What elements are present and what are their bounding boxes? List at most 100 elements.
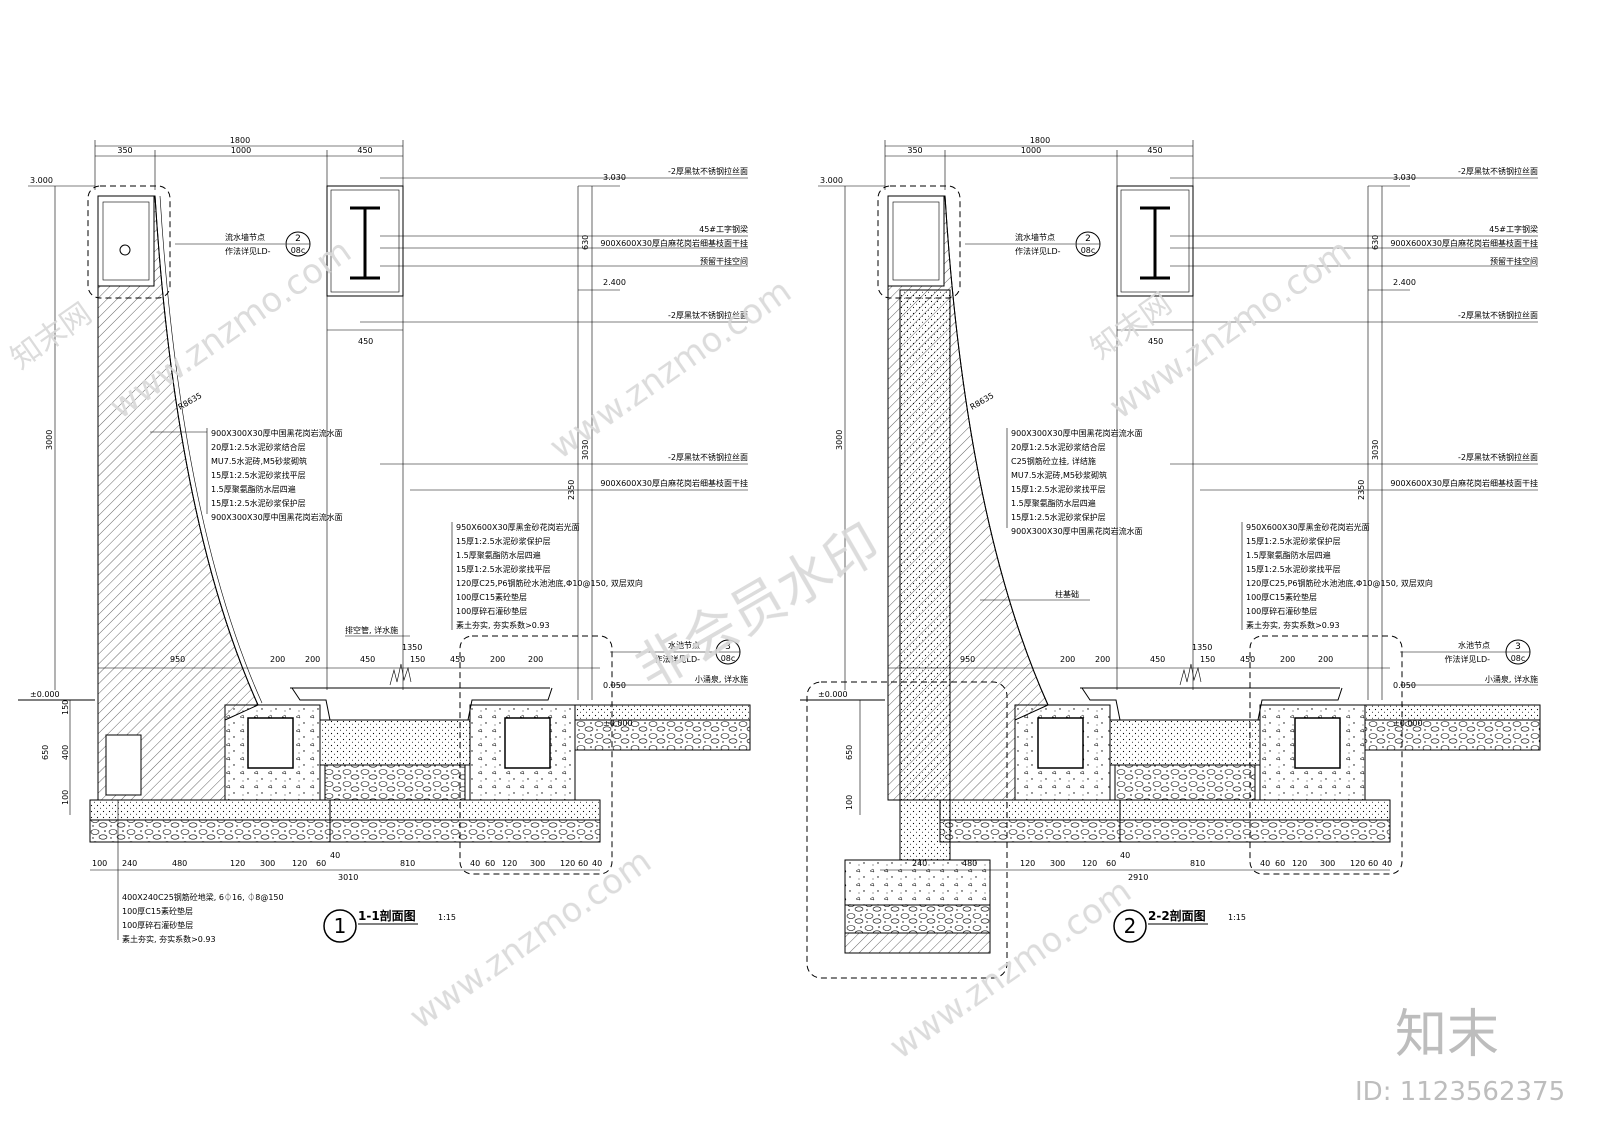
s2-elev-water: 0.050: [1393, 681, 1416, 690]
s2-dim-mid-6: 450: [1240, 655, 1255, 664]
elev-pool: ±0.000: [603, 719, 633, 728]
s2-dim-bottom-7: 810: [1190, 859, 1205, 868]
dim-mid-3: 450: [360, 655, 375, 664]
dim-wall-height: 3000: [45, 430, 54, 450]
dim-mid-0: 950: [170, 655, 185, 664]
pool-node-label1: 水池节点: [668, 640, 700, 650]
s2-dim-bottom-1: 480: [962, 859, 977, 868]
pool-label-1: 15厚1:2.5水泥砂浆保护层: [456, 536, 551, 546]
s2-pool-label-6: 100厚碎石灌砂垫层: [1246, 606, 1317, 616]
section-1-drawing: 1800 350 1000 450 3.000 3000 ±0.000 R863…: [18, 136, 751, 944]
s2-callout-r3: 900X600X30厚白麻花岗岩细基枝面干挂: [1390, 238, 1538, 248]
dim-c: 450: [357, 146, 372, 155]
s2-dim-bottom-12: 120: [1350, 859, 1365, 868]
callout-r6: -2厚黑钛不锈钢拉丝面: [668, 452, 748, 462]
s2-wall-layer-labels: 900X300X30厚中国黑花岗岩流水面 20厚1:2.5水泥砂浆结合层 C25…: [1011, 428, 1143, 536]
s2-callout-r6: -2厚黑钛不锈钢拉丝面: [1458, 452, 1538, 462]
s2-dim-bottom-2: 120: [1020, 859, 1035, 868]
s2-wall-label-3: MU7.5水泥砖,M5砂浆砌筑: [1011, 470, 1107, 480]
s2-wall-label-0: 900X300X30厚中国黑花岗岩流水面: [1011, 428, 1143, 438]
dim-mid-6: 450: [450, 655, 465, 664]
s2-wall-label-2: C25钢筋砼立挂, 详结施: [1011, 456, 1096, 466]
dim-mid-1: 200: [270, 655, 285, 664]
s2-dim-bottom-8: 40: [1260, 859, 1270, 868]
s2-pool-node-sheet: 08c: [1511, 654, 1526, 663]
pool-label-5: 100厚C15素砼垫层: [456, 592, 527, 602]
dim-mid-5: 150: [410, 655, 425, 664]
s2-dim-bottom-total: 2910: [1128, 873, 1148, 882]
s2-dim-mid-1: 200: [1060, 655, 1075, 664]
s2-dim-mid-4: 1350: [1192, 643, 1212, 652]
watermark-site-2: www.znzmo.com: [542, 271, 798, 467]
dim-bottom-10: 60: [485, 859, 495, 868]
s2-wall-label-6: 15厚1:2.5水泥砂浆保护层: [1011, 512, 1106, 522]
wall-label-5: 15厚1:2.5水泥砂浆保护层: [211, 498, 306, 508]
s2-dim-bottom-13: 60: [1368, 859, 1378, 868]
s2-wall-node-num: 2: [1085, 234, 1091, 244]
pool-label-6: 100厚碎石灌砂垫层: [456, 606, 527, 616]
wall-node-sheet: 08c: [291, 246, 306, 255]
section1-scale: 1:15: [438, 913, 456, 922]
dim-base-total: 650: [41, 745, 50, 760]
callout-r4: 预留干挂空间: [700, 256, 748, 266]
bottom-dims-1: 100 240 480 120 300 120 60 40 810 40 60 …: [92, 851, 602, 868]
s2-pool-label-3: 15厚1:2.5水泥砂浆找平层: [1246, 564, 1341, 574]
s2-column-base-label: 柱基础: [1055, 589, 1079, 599]
dim-a: 350: [117, 146, 132, 155]
s2-dim-bottom-6: 40: [1120, 851, 1130, 860]
radius-label: R8635: [177, 391, 204, 412]
s2-dim-bottom-4: 120: [1082, 859, 1097, 868]
s2-dim-mid-0: 950: [960, 655, 975, 664]
wall-node-num: 2: [295, 234, 301, 244]
dim-beam-bottom: 450: [358, 337, 373, 346]
s2-elev-pool: ±0.000: [1393, 719, 1423, 728]
s2-wall-node-sheet: 08c: [1081, 246, 1096, 255]
s2-dim-bottom-0: 240: [912, 859, 927, 868]
dim-bottom-9: 40: [470, 859, 480, 868]
elev-ground: ±0.000: [30, 690, 60, 699]
dim-mid-2: 200: [305, 655, 320, 664]
s2-dim-bottom-3: 300: [1050, 859, 1065, 868]
wall-label-0: 900X300X30厚中国黑花岗岩流水面: [211, 428, 343, 438]
s2-wall-node-label1: 流水墙节点: [1015, 232, 1055, 242]
s2-dim-bottom-14: 40: [1382, 859, 1392, 868]
spring-label: 小涌泉, 详水施: [695, 674, 748, 684]
s2-elev-beam-top: 3.030: [1393, 173, 1416, 182]
callout-r7: 900X600X30厚白麻花岗岩细基枝面干挂: [600, 478, 748, 488]
pool-label-4: 120厚C25,P6钢筋砼水池池底,Φ10@150, 双层双向: [456, 578, 643, 588]
callout-r2: 45#工字钢梁: [699, 224, 748, 234]
s2-dim-bottom-11: 300: [1320, 859, 1335, 868]
s2-wall-label-7: 900X300X30厚中国黑花岗岩流水面: [1011, 526, 1143, 536]
s2-callout-r1: -2厚黑钛不锈钢拉丝面: [1458, 166, 1538, 176]
s2-spring-label: 小涌泉, 详水施: [1485, 674, 1538, 684]
dim-mid-4: 1350: [402, 643, 422, 652]
s2-radius: R8635: [969, 391, 996, 412]
s2-dim-wall: 3000: [835, 430, 844, 450]
s2-elev-top: 3.000: [820, 176, 843, 185]
watermark-id: ID: 1123562375: [1355, 1077, 1565, 1107]
dim-base-a: 150: [61, 700, 70, 715]
s2-pool-label-4: 120厚C25,P6钢筋砼水池池底,Φ10@150, 双层双向: [1246, 578, 1433, 588]
foundation-label-2: 100厚碎石灌砂垫层: [122, 920, 193, 930]
wall-label-1: 20厚1:2.5水泥砂浆结合层: [211, 442, 306, 452]
dim-bottom-3: 120: [230, 859, 245, 868]
s2-dim-bottom-5: 60: [1106, 859, 1116, 868]
section2-title: 2-2剖面图: [1148, 908, 1206, 923]
dim-bottom-15: 40: [592, 859, 602, 868]
dim-bottom-12: 300: [530, 859, 545, 868]
watermark-cn-1: 知末网: [5, 296, 99, 376]
s2-pool-node-num: 3: [1515, 642, 1521, 652]
section2-number: 2: [1124, 914, 1137, 938]
s2-callout-r7: 900X600X30厚白麻花岗岩细基枝面干挂: [1390, 478, 1538, 488]
wall-label-3: 15厚1:2.5水泥砂浆找平层: [211, 470, 306, 480]
s2-dim-beam: 630: [1371, 235, 1380, 250]
callout-r3: 900X600X30厚白麻花岗岩细基枝面干挂: [600, 238, 748, 248]
wall-label-6: 900X300X30厚中国黑花岗岩流水面: [211, 512, 343, 522]
watermark-brand-logo: 知末: [1395, 1005, 1499, 1065]
s2-pool-node-label2: 作法详见LD-: [1444, 654, 1490, 664]
elev-beam-top: 3.030: [603, 173, 626, 182]
section-2-drawing: 1800 350 1000 450 3.000 3000 ±0.000 R863…: [800, 136, 1541, 979]
elev-water: 0.050: [603, 681, 626, 690]
elev-beam-bottom: 2.400: [603, 278, 626, 287]
foundation-label-1: 100厚C15素砼垫层: [122, 906, 193, 916]
